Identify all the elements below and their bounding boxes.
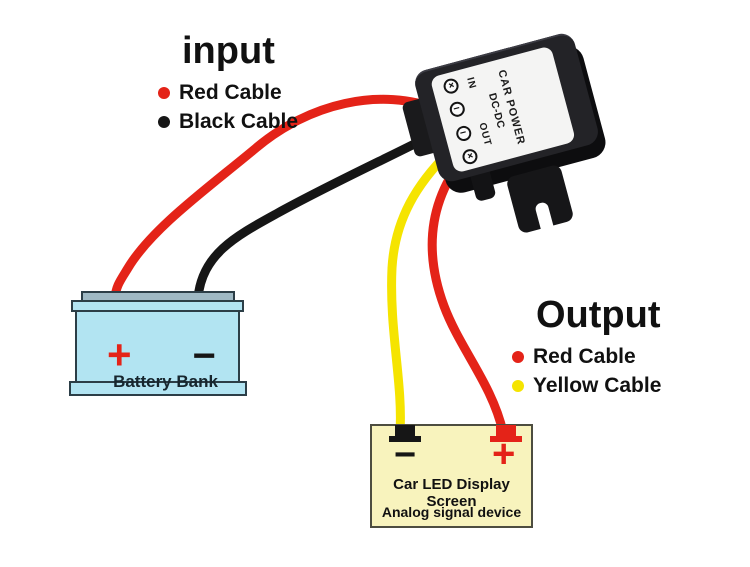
in-label: IN [464,76,478,91]
legend-item-black-cable: Black Cable [158,110,348,134]
legend-label: Red Cable [533,345,636,368]
minus-terminal-icon: − [447,100,467,119]
minus-terminal-icon: − [454,124,473,143]
display-minus-sign: − [394,434,417,476]
converter-mount-tab [505,163,575,235]
output-legend-items: Red Cable Yellow Cable [512,345,722,398]
output-yellow-cable [387,148,453,437]
display-subtitle: Analog signal device [381,504,522,520]
plus-terminal-icon: + [441,77,460,96]
black-dot-icon [158,116,170,128]
red-dot-icon [158,87,170,99]
output-legend: Output Red Cable Yellow Cable [512,296,722,398]
legend-item-red-cable: Red Cable [158,81,348,105]
input-black-cable [193,123,451,303]
red-dot-icon [512,351,524,363]
battery-bank: + − Battery Bank [69,283,247,397]
legend-label: Black Cable [179,110,299,133]
output-legend-title: Output [536,294,661,336]
display-positive-connector [490,425,522,442]
mount-tab-notch [534,201,555,234]
battery-minus-sign: − [192,334,216,378]
legend-label: Yellow Cable [533,374,662,397]
battery-label: Battery Bank [113,372,218,391]
input-legend-title: input [182,30,275,72]
battery-body: + − Battery Bank [75,310,240,391]
input-red-cable [110,94,445,303]
display-title: Car LED Display Screen [393,476,510,510]
display-negative-connector [389,425,421,442]
plus-terminal-icon: + [460,147,479,166]
led-display-device: − + Car LED Display Screen Analog signal… [370,424,533,528]
dcdc-converter: + − − + IN OUT DC-DC CAR POWER [398,20,610,235]
legend-label: Red Cable [179,81,282,104]
legend-item-red-cable: Red Cable [512,345,722,369]
output-red-cable [427,153,508,437]
out-label: OUT [476,121,494,148]
display-plus-sign: + [492,432,516,476]
legend-item-yellow-cable: Yellow Cable [512,374,722,398]
battery-plus-sign: + [107,331,132,378]
yellow-dot-icon [512,380,524,392]
input-legend-items: Red Cable Black Cable [158,81,348,134]
input-legend: input Red Cable Black Cable [158,32,348,134]
